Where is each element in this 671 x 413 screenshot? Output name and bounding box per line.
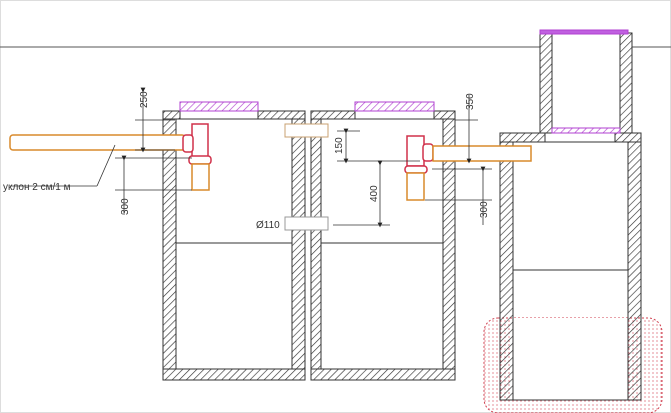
inlet-tee xyxy=(182,123,212,165)
tank-2 xyxy=(310,110,456,381)
inlet-pipe xyxy=(9,134,186,151)
tank-1-lid xyxy=(179,101,259,112)
inlet-downpipe xyxy=(191,163,210,191)
dim-inlet-top: 250 xyxy=(139,91,150,108)
dim-outlet-drop: 300 xyxy=(479,201,490,218)
dimension-lines xyxy=(10,87,492,228)
pipe-diameter-label: Ø110 xyxy=(256,220,280,231)
well-inner-lid xyxy=(551,127,621,134)
outlet-pipe xyxy=(432,145,532,162)
tank-2-lid xyxy=(354,101,435,112)
outlet-tee xyxy=(404,135,434,174)
overflow-pipe-lower xyxy=(284,216,329,231)
slope-label: уклон 2 см/1 м xyxy=(3,182,71,193)
dim-inlet-drop: 300 xyxy=(120,198,131,215)
dim-overflow-top: 150 xyxy=(334,137,345,154)
dim-overflow-spacing: 400 xyxy=(369,185,380,202)
dim-outlet-top: 350 xyxy=(465,93,476,110)
overflow-pipe-upper xyxy=(284,123,329,138)
well-cap xyxy=(539,29,629,35)
tank-1 xyxy=(162,110,306,381)
filtration-well xyxy=(499,32,642,401)
outlet-downpipe xyxy=(406,172,425,201)
